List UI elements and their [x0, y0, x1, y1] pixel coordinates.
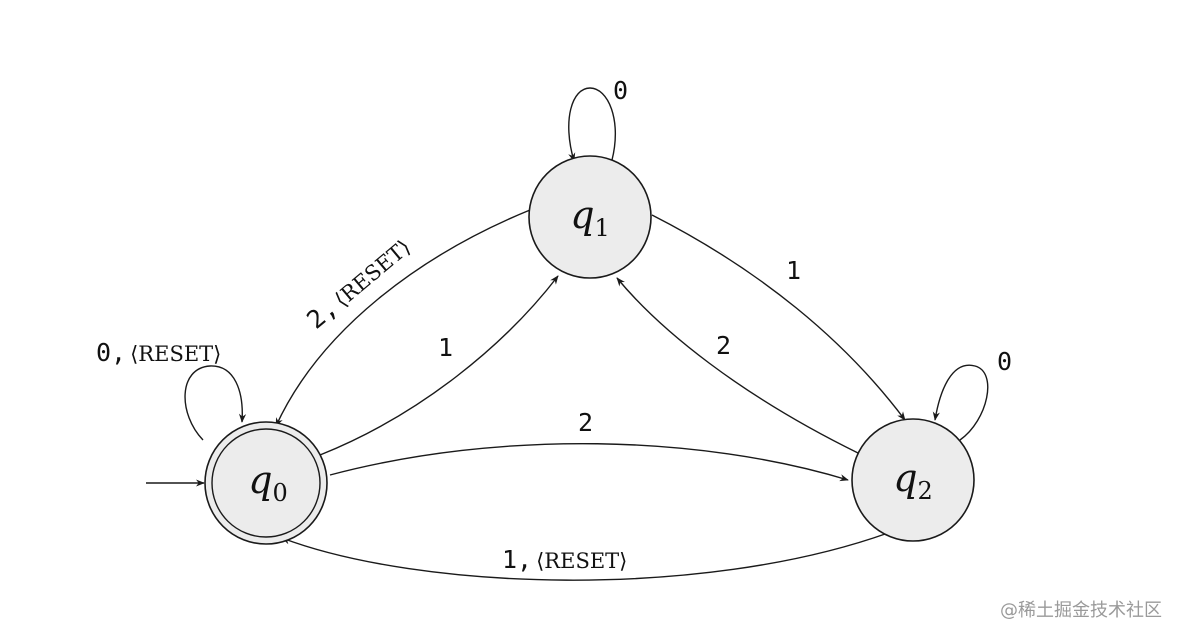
state-q2-name: q: [893, 456, 917, 500]
state-q0: q0: [204, 421, 328, 545]
label-q2-self-loop: 0: [997, 347, 1012, 376]
edge-q1-to-q0: [275, 209, 531, 427]
label-q0-to-q2: 2: [578, 408, 593, 437]
label-q1-to-q2: 1: [786, 256, 801, 285]
label-q0-to-q1: 1: [438, 333, 453, 362]
label-q2-to-q0-input: 1,: [502, 545, 532, 574]
label-q0-self-loop: 0,⟨RESET⟩: [96, 338, 221, 367]
edge-q1-self-loop: [568, 87, 616, 162]
edge-q1-to-q2: [651, 214, 906, 421]
label-q0-self-loop-input: 0,: [96, 338, 126, 367]
edge-q0-self-loop: [184, 365, 247, 441]
state-q1: q1: [528, 155, 652, 279]
edge-q2-self-loop: [932, 364, 989, 441]
label-q2-to-q1: 2: [716, 331, 731, 360]
state-q1-subscript: 1: [595, 214, 610, 242]
state-q2-subscript: 2: [918, 477, 933, 505]
state-q0-name: q: [248, 458, 272, 502]
label-q2-to-q0: 1,⟨RESET⟩: [502, 545, 627, 574]
label-q1-self-loop: 0: [613, 76, 628, 105]
edge-q0-to-q1: [319, 275, 559, 456]
label-q0-self-loop-output: ⟨RESET⟩: [130, 342, 221, 366]
edge-q2-to-q0: [281, 532, 889, 581]
state-q2: q2: [851, 418, 975, 542]
label-q1-to-q0-output: ⟨RESET⟩: [330, 235, 415, 312]
edge-q2-to-q1: [616, 277, 859, 454]
state-q1-name: q: [570, 193, 594, 237]
watermark: @稀土掘金技术社区: [1000, 600, 1162, 621]
label-q2-to-q0-output: ⟨RESET⟩: [536, 549, 627, 573]
state-q0-subscript: 0: [273, 479, 288, 507]
svg-text:q1: q1: [570, 193, 610, 242]
svg-text:q2: q2: [893, 456, 933, 505]
svg-text:q0: q0: [248, 458, 288, 507]
edge-q0-to-q2: [329, 442, 849, 482]
